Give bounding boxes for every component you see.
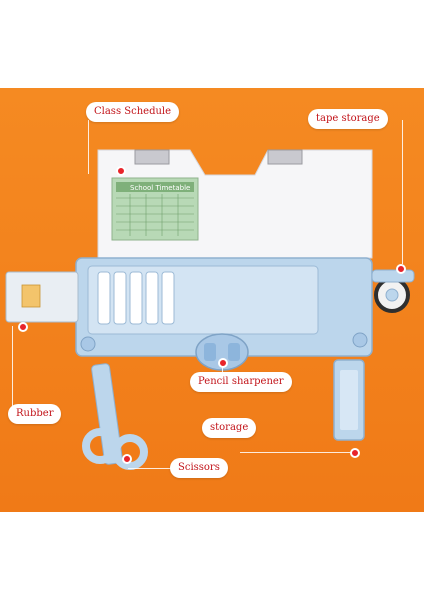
storage-line <box>240 452 356 453</box>
scissors-handle-right <box>112 434 148 470</box>
class-schedule-line <box>88 120 89 174</box>
pencil-slots <box>97 271 175 325</box>
class-schedule-dot <box>116 166 126 176</box>
pencil-sharpener-label: Pencil sharpener <box>190 372 292 392</box>
rubber-eraser <box>21 284 41 308</box>
lid-clip-left <box>134 149 170 165</box>
pencil-sharpener-dot <box>218 358 228 368</box>
tape-arm <box>371 269 415 283</box>
rubber-drawer <box>5 271 79 323</box>
tape-storage-label: tape storage <box>308 109 388 129</box>
tape-storage-dot <box>396 264 406 274</box>
scissors-line <box>128 468 184 469</box>
sharpener-slot-right <box>228 343 240 361</box>
tape-storage-line <box>402 120 403 264</box>
storage-drawer-inner <box>340 370 358 430</box>
tray-feet <box>80 332 368 352</box>
lid-clip-right <box>267 149 303 165</box>
rubber-dot <box>18 322 28 332</box>
storage-dot <box>350 448 360 458</box>
class-schedule-label: Class Schedule <box>86 102 180 122</box>
timetable-grid <box>116 194 194 236</box>
timetable-title: School Timetable <box>130 184 190 192</box>
bottom-white-band <box>0 512 424 600</box>
rubber-label: Rubber <box>8 404 62 424</box>
scissors-dot <box>122 454 132 464</box>
storage-label: storage <box>202 418 257 438</box>
tape-roll-core <box>385 288 399 302</box>
rubber-line <box>12 326 13 406</box>
timetable-header <box>116 182 194 192</box>
sharpener-slot-left <box>204 343 216 361</box>
scissors-label: Scissors <box>170 458 228 478</box>
top-white-band <box>0 0 424 88</box>
